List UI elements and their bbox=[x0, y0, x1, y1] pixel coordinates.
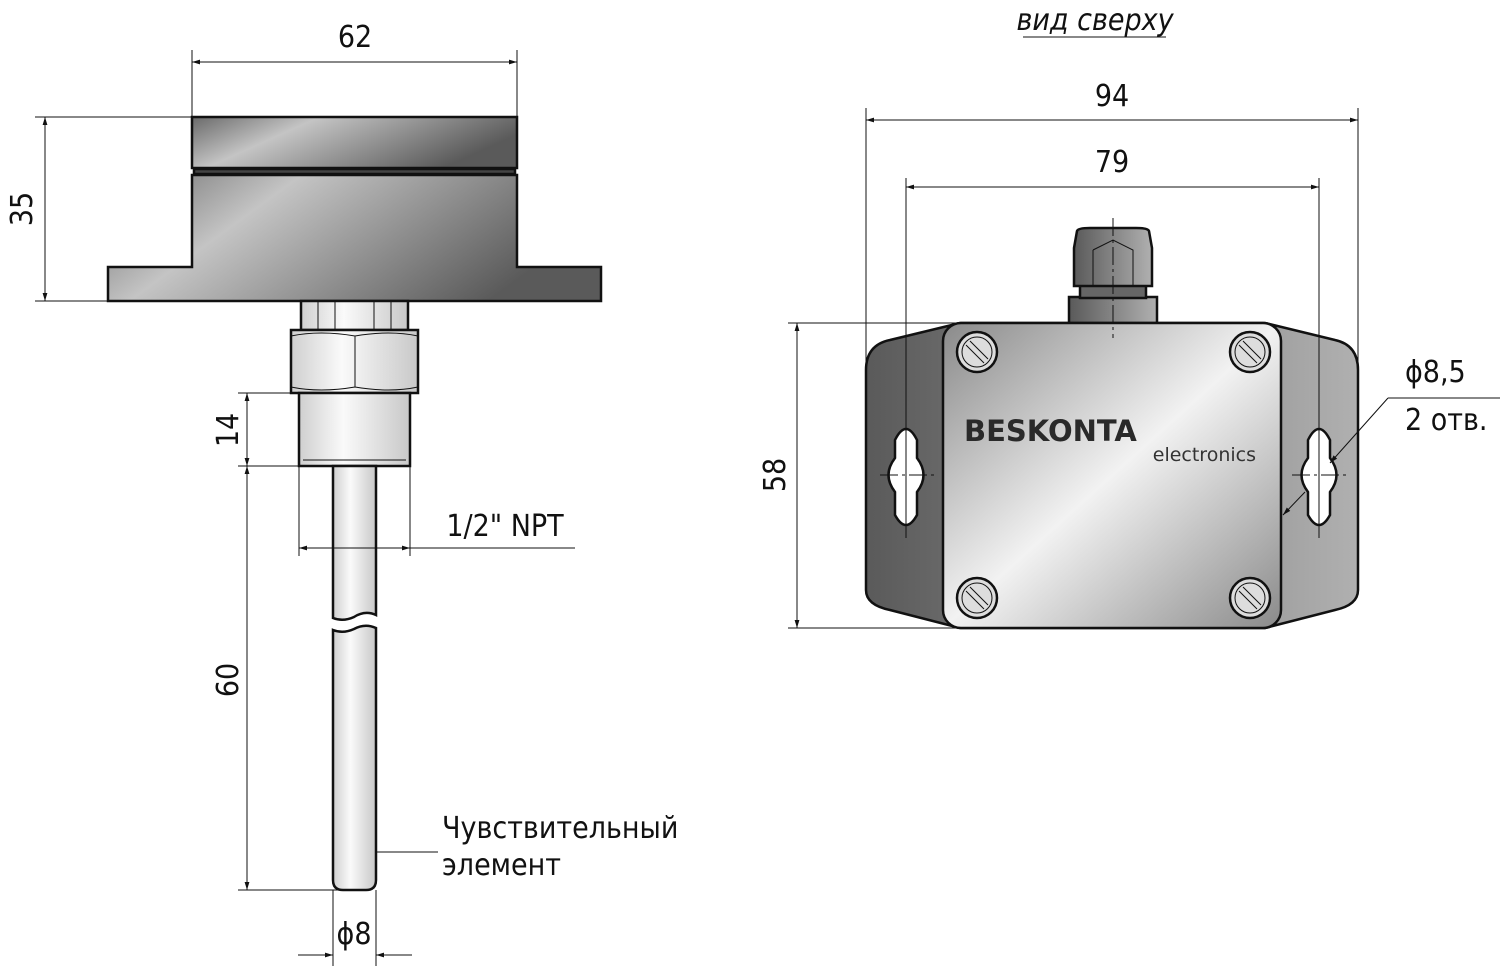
enclosure-lid bbox=[941, 321, 1283, 630]
housing-body-flange bbox=[106, 173, 603, 303]
dim-probe-60: 60 bbox=[211, 466, 338, 891]
housing-cap bbox=[190, 115, 519, 170]
dim-label: 58 bbox=[758, 458, 793, 492]
screw-icon bbox=[955, 330, 999, 374]
dim-label: 35 bbox=[5, 192, 40, 226]
hole-dia-label: ϕ8,5 bbox=[1405, 355, 1466, 390]
dim-hole-spacing-79: 79 bbox=[905, 145, 1320, 538]
dim-width-94: 94 bbox=[865, 79, 1359, 370]
logo-brand: BESKONTA bbox=[964, 414, 1137, 448]
side-view-sensor: 62 35 14 60 1/2" NPT Чувствительный элем… bbox=[5, 20, 678, 966]
thread-label: 1/2" NPT bbox=[446, 509, 564, 544]
dim-probe-dia: ϕ8 bbox=[298, 890, 412, 966]
dim-thread-14: 14 bbox=[211, 392, 299, 467]
dim-label: 94 bbox=[1095, 79, 1129, 114]
dim-label: ϕ8 bbox=[337, 917, 372, 952]
callout-label: Чувствительный bbox=[442, 811, 678, 846]
dim-label: 79 bbox=[1095, 145, 1129, 180]
logo-sub: electronics bbox=[1153, 444, 1256, 466]
dim-thread-npt: 1/2" NPT bbox=[298, 466, 575, 556]
dim-label: 62 bbox=[338, 20, 372, 55]
dim-hole-dia: ϕ8,5 2 отв. bbox=[1282, 355, 1500, 516]
screw-icon bbox=[1228, 576, 1272, 620]
view-title: вид сверху bbox=[1016, 3, 1174, 38]
screw-icon bbox=[955, 576, 999, 620]
seal-ring bbox=[192, 167, 517, 176]
top-view-enclosure: вид сверху BESKONTA electronics 94 79 58 bbox=[758, 3, 1500, 630]
dim-width-62: 62 bbox=[191, 20, 518, 117]
dim-height-58: 58 bbox=[758, 322, 960, 629]
hole-count-label: 2 отв. bbox=[1405, 403, 1487, 438]
screw-icons bbox=[955, 330, 1272, 620]
dim-label: 60 bbox=[211, 663, 246, 697]
brand-logo: BESKONTA electronics bbox=[964, 414, 1256, 466]
sensor-element-callout: Чувствительный элемент bbox=[376, 811, 678, 883]
fitting-neck bbox=[299, 299, 410, 332]
screw-icon bbox=[1228, 330, 1272, 374]
thread bbox=[297, 391, 412, 468]
hex-nut bbox=[289, 328, 420, 395]
callout-label: элемент bbox=[442, 848, 561, 883]
dim-height-35: 35 bbox=[5, 116, 192, 302]
probe-tube bbox=[331, 464, 378, 892]
dim-label: 14 bbox=[211, 413, 246, 447]
